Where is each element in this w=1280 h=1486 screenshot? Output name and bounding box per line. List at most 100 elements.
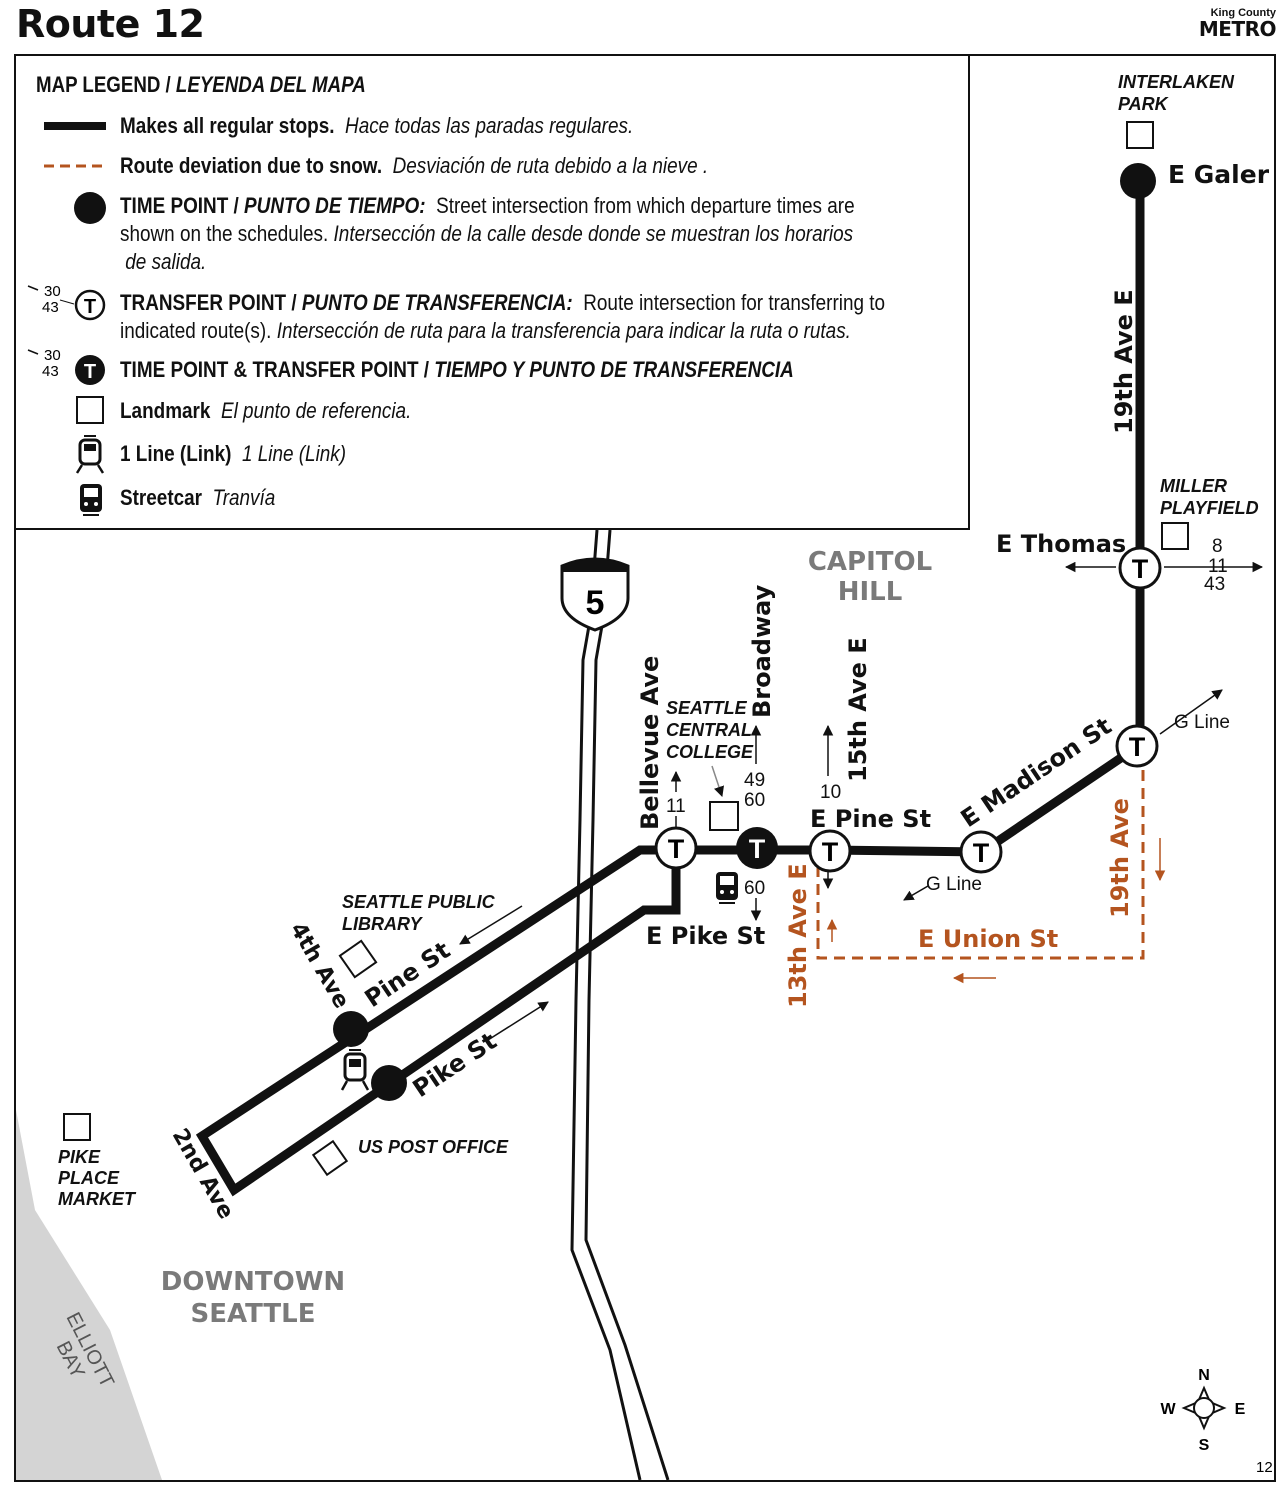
link-light-rail-icon [340, 1049, 370, 1091]
e-galer-label: E Galer [1168, 160, 1270, 189]
legend-timepoint-desc: Street intersection from which departure… [436, 193, 855, 218]
downtown-label-2: SEATTLE [191, 1299, 316, 1329]
legend-transfer-desc: Route intersection for transferring to [583, 290, 886, 315]
legend-link-icon [75, 435, 105, 474]
metro-logo: King County METRO [1198, 7, 1277, 41]
capitol-hill-label-1: CAPITOL [808, 547, 932, 577]
legend-transfer-row: TRANSFER POINT / PUNTO DE TRANSFERENCIA:… [120, 289, 970, 345]
transfer-point-e-thomas: T [1118, 546, 1162, 590]
fifteenth-route-10: 10 [820, 782, 841, 803]
landmark-library [338, 939, 378, 979]
transfer-point-bellevue: T [654, 826, 698, 870]
nineteenth-ave-label: 19th Ave [1106, 798, 1134, 918]
thirteenth-e-label: 13th Ave E [784, 863, 812, 1008]
transfer-t-bellevue: T [668, 834, 685, 864]
library-label-1: SEATTLE PUBLIC [342, 892, 496, 912]
e-pine-label: E Pine St [810, 805, 931, 833]
transfer-t-15th: T [822, 837, 839, 867]
legend-landmark-es: El punto de referencia. [220, 398, 412, 423]
interlaken-label-1: INTERLAKEN [1118, 72, 1235, 92]
legend-link-row: 1 Line (Link) 1 Line (Link) [120, 440, 970, 468]
elliott-bay-water [16, 1110, 162, 1480]
legend-landmark-symbol [76, 396, 104, 424]
legend-time-transfer-symbol [75, 355, 105, 385]
legend-deviation-es: Desviación de ruta debido a la nieve . [392, 153, 709, 178]
transfer-t-madison: T [1129, 732, 1146, 762]
legend-transfer-desc2: indicated route(s). [120, 318, 272, 343]
g-line-label-ne: G Line [1174, 712, 1230, 733]
pike-st-direction-arrow [487, 1001, 549, 1041]
legend-tt-route-43: 43 [42, 363, 59, 380]
fifteenth-e-label: 15th Ave E [844, 637, 872, 782]
g-line-label-sw: G Line [926, 874, 982, 895]
transfer-point-madison-19th: T [1115, 724, 1159, 768]
transfer-point-madison-pine: T [959, 830, 1003, 874]
landmark-miller-playfield [1161, 522, 1189, 550]
legend-streetcar-es: Tranvía [212, 485, 276, 510]
legend-streetcar-icon [80, 484, 102, 516]
post-office-label: US POST OFFICE [358, 1137, 509, 1157]
legend-landmark-row: Landmark El punto de referencia. [120, 397, 970, 425]
compass-rose: N S E W [1160, 1367, 1245, 1454]
landmark-post-office [311, 1139, 349, 1177]
legend-link-es: 1 Line (Link) [241, 441, 347, 466]
broadway-route-49: 49 [744, 770, 765, 791]
bellevue-route-11: 11 [666, 796, 686, 817]
legend-link-en: 1 Line (Link) [120, 441, 232, 466]
transfer-t-thomas: T [1132, 554, 1149, 584]
legend-time-point-symbol [74, 192, 106, 224]
legend-transfer-route-43: 43 [42, 299, 59, 316]
time-point-4th-pine [333, 1011, 369, 1047]
broadway-route-60-south: 60 [744, 878, 765, 899]
e-union-label: E Union St [918, 925, 1058, 953]
pike-place-label-3: MARKET [58, 1189, 137, 1209]
page-title: Route 12 [16, 2, 205, 46]
legend-transfer-en: TRANSFER POINT / [120, 290, 302, 315]
legend-streetcar-row: Streetcar Tranvía [120, 484, 970, 512]
landmark-seattle-central [709, 801, 739, 831]
pike-place-label-1: PIKE [58, 1147, 101, 1167]
time-point-e-galer [1120, 163, 1156, 199]
legend-regular-en: Makes all regular stops. [120, 113, 335, 138]
g-line-sw-arrow [903, 885, 929, 901]
legend-transfer-es: PUNTO DE TRANSFERENCIA: [301, 290, 573, 315]
legend-timetransfer-en: TIME POINT & TRANSFER POINT / [120, 357, 435, 382]
legend-transfer-t: T [84, 296, 96, 318]
legend-symbols: T 30 43 T 30 43 [27, 122, 106, 516]
g-line-ne-arrow [1159, 689, 1223, 735]
bellevue-label: Bellevue Ave [636, 656, 664, 830]
time-point-pike-st [371, 1065, 407, 1101]
nineteenth-e-label: 19th Ave E [1110, 289, 1138, 434]
interstate-5-shield: 5 [560, 557, 630, 632]
legend-timepoint-desc-es2: de salida. [125, 249, 207, 274]
compass-n: N [1198, 1367, 1210, 1384]
legend-timepoint-es: PUNTO DE TIEMPO: [244, 193, 426, 218]
landmark-interlaken-park [1126, 121, 1154, 149]
transfer-point-15th: T [808, 829, 852, 873]
legend-transfer-route-30: 30 [44, 283, 61, 300]
legend-landmark-en: Landmark [120, 398, 211, 423]
central-label-1: SEATTLE [666, 698, 748, 718]
logo-bottom-text: METRO [1198, 17, 1277, 41]
transfer-t-madison-pine: T [973, 838, 990, 868]
route-12-line [195, 182, 1145, 1197]
central-pointer [711, 765, 724, 797]
legend-time-transfer-t: T [84, 361, 96, 383]
miller-label-2: PLAYFIELD [1160, 498, 1259, 518]
time-transfer-point-broadway: T [736, 827, 778, 869]
central-label-2: CENTRAL [666, 720, 752, 740]
broadway-label: Broadway [748, 584, 776, 718]
legend-tt-arrow [27, 349, 39, 355]
capitol-hill-label-2: HILL [838, 577, 903, 607]
map-legend: MAP LEGEND / LEYENDA DEL MAPA T 30 43 T … [14, 54, 970, 530]
pike-place-label-2: PLACE [58, 1168, 120, 1188]
legend-deviation-row: Route deviation due to snow. Desviación … [120, 152, 970, 180]
legend-transfer-tick [59, 299, 75, 305]
pine-st-direction-arrow [459, 905, 523, 945]
legend-transfer-desc-es: Intersección de ruta para la transferenc… [276, 318, 851, 343]
thomas-route-43: 43 [1204, 574, 1225, 595]
compass-w: W [1160, 1401, 1176, 1418]
logo-top-text: King County [1210, 7, 1276, 19]
legend-timepoint-desc-es: Intersección de la calle desde donde se … [333, 221, 854, 246]
